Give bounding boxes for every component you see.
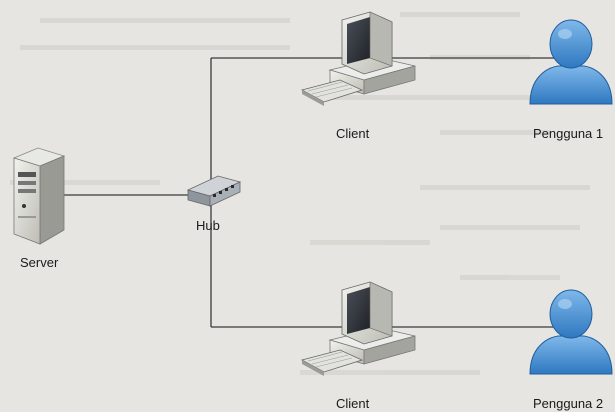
network-hub-icon [186,175,242,207]
server-label: Server [20,255,59,270]
user-top-label: Pengguna 1 [533,126,604,141]
user-silhouette-icon [529,289,613,375]
desktop-computer-icon [300,11,416,106]
desktop-computer-icon [300,281,416,376]
client-bottom-label: Client [336,396,370,411]
hub-label: Hub [196,218,220,233]
client-top-label: Client [336,126,370,141]
user-silhouette-icon [529,19,613,105]
server-tower-icon [12,147,66,245]
user-bottom-label: Pengguna 2 [533,396,604,411]
